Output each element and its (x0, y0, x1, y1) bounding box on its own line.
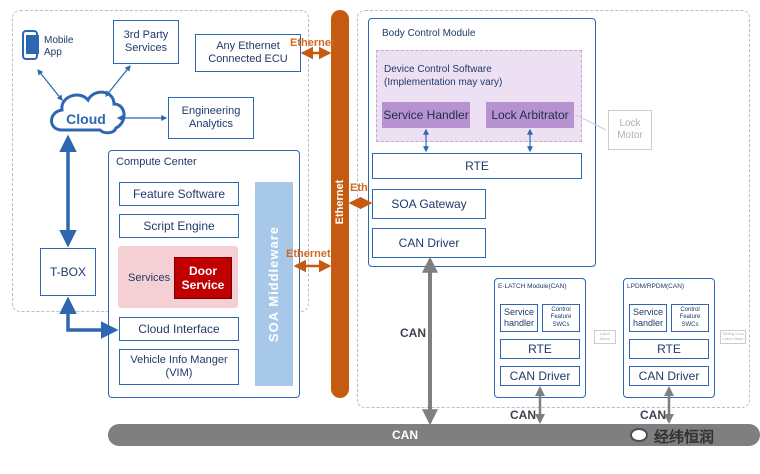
feature-software-box: Feature Software (119, 182, 239, 206)
can-label-lpdm: CAN (640, 408, 666, 422)
lock-motor-box: Lock Motor (608, 110, 652, 150)
ethernet-bus (331, 10, 349, 398)
engineering-analytics-box: Engineering Analytics (168, 97, 254, 139)
ethernet-label-compute: Ethernet (286, 248, 331, 260)
lpdm-control-feature-box: Control Feature SWCs (671, 304, 709, 332)
lpdm-title: LPDM/RPDM(CAN) (627, 283, 685, 290)
lpdm-rte-box: RTE (629, 339, 709, 359)
script-engine-box: Script Engine (119, 214, 239, 238)
ethernet-label-ecu: Ethernet (290, 37, 335, 49)
mobile-app-label: Mobile App (44, 35, 74, 58)
latch-motor-box: Latch Motor (594, 330, 616, 344)
link-3rdparty-cloud (105, 65, 131, 97)
can-bus (108, 424, 760, 446)
cloud-interface-box: Cloud Interface (119, 317, 239, 341)
device-control-label: Device Control Software (Implementation … (384, 64, 503, 88)
link-tbox-cloudinterface (59, 296, 119, 339)
can-bus-label: CAN (392, 428, 418, 442)
soa-middleware-bar (255, 182, 293, 386)
bcm-title: Body Control Module (382, 28, 476, 39)
vim-box: Vehicle Info Manger (VIM) (119, 349, 239, 385)
mobile-app-icon-screen (26, 35, 39, 54)
lpdm-can-driver-box: CAN Driver (629, 366, 709, 386)
lock-arbitrator-box: Lock Arbitrator (486, 102, 574, 128)
link-arbitrator-lockmotor (575, 114, 607, 131)
elatch-can-driver-box: CAN Driver (500, 366, 580, 386)
elatch-service-handler-box: Service handler (500, 304, 538, 332)
bcm-rte-box: RTE (372, 153, 582, 179)
service-handler-box: Service Handler (382, 102, 470, 128)
bcm-can-driver-box: CAN Driver (372, 228, 486, 258)
compute-center-title: Compute Center (116, 156, 197, 168)
lpdm-service-handler-box: Service handler (629, 304, 667, 332)
can-label-elatch: CAN (510, 408, 536, 422)
door-service-box: Door Service (174, 257, 232, 299)
services-label: Services (128, 272, 171, 284)
tbox-box: T-BOX (40, 248, 96, 296)
elatch-rte-box: RTE (500, 339, 580, 359)
third-party-services-box: 3rd Party Services (113, 20, 179, 64)
can-label-bcm: CAN (400, 326, 426, 340)
elatch-control-feature-box: Control Feature SWCs (542, 304, 580, 332)
cloud-label: Cloud (66, 111, 106, 127)
elatch-title: E-LATCH Module(CAN) (498, 283, 567, 290)
link-mobile-cloud (37, 69, 63, 101)
soa-gateway-box: SOA Gateway (372, 189, 486, 219)
sliding-door-motor-box: Sliding Door Latch Motor (720, 330, 746, 344)
watermark-text: 经纬恒润 (654, 428, 715, 446)
wechat-icon (630, 428, 648, 442)
